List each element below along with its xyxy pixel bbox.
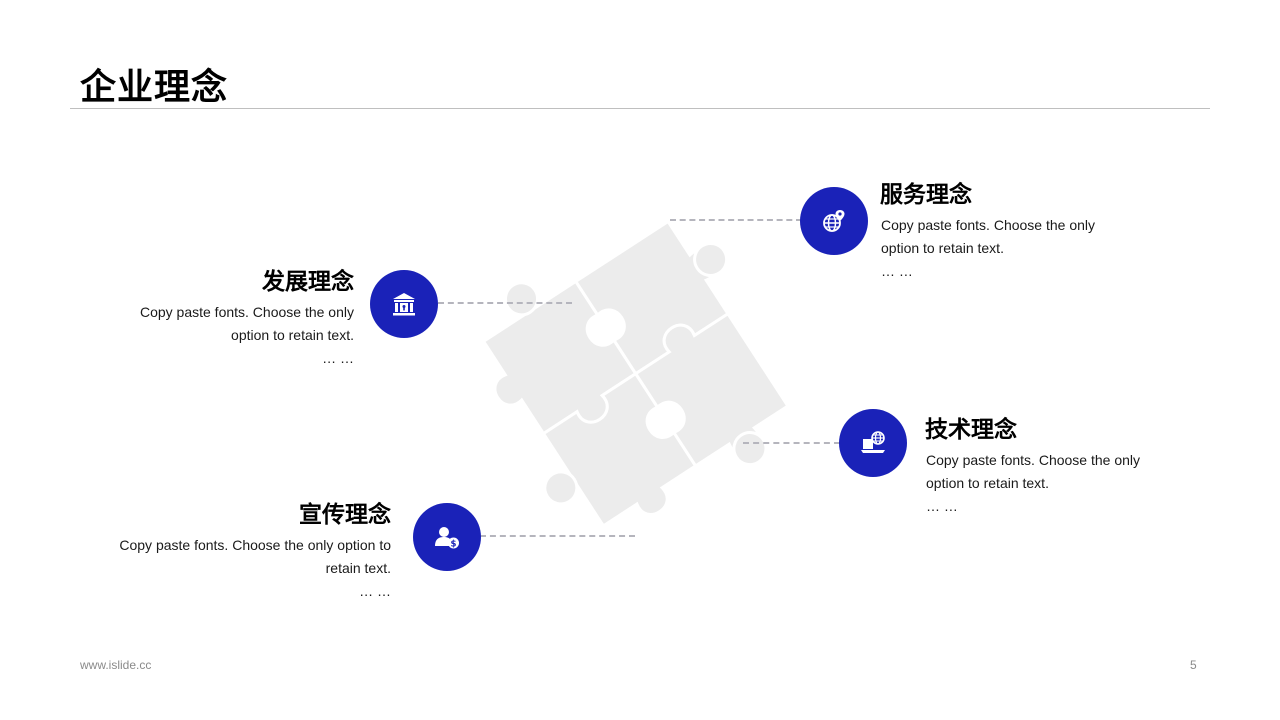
- development-text-line-2: option to retain text.: [231, 327, 354, 343]
- globe-pin-icon: [823, 210, 845, 232]
- promotion-ellipsis: … …: [359, 583, 391, 599]
- user-money-icon: $: [435, 527, 459, 549]
- page-title: 企业理念: [80, 67, 229, 108]
- title-divider: [70, 108, 1210, 109]
- technology-ellipsis: … …: [926, 498, 958, 514]
- development-text-line-1: Copy paste fonts. Choose the only: [139, 304, 354, 320]
- page-number: 5: [1190, 658, 1197, 672]
- bank-building-icon: [393, 293, 415, 316]
- connector-development: [438, 302, 572, 304]
- promotion-text-line-1: Copy paste fonts. Choose the only option…: [119, 537, 391, 553]
- promotion-text-line-2: retain text.: [325, 560, 391, 576]
- service-ellipsis: … …: [881, 263, 913, 279]
- connector-service: [670, 219, 802, 221]
- puzzle-piece-bottom-left: [541, 371, 698, 528]
- laptop-globe-icon: [861, 431, 885, 453]
- technology-text-line-2: option to retain text.: [926, 475, 1049, 491]
- technology-description: Copy paste fonts. Choose the only option…: [926, 449, 1140, 518]
- connector-promotion: [480, 535, 635, 537]
- technology-title: 技术理念: [925, 417, 1017, 443]
- footer-url: www.islide.cc: [80, 658, 152, 672]
- promotion-icon-circle: $: [413, 503, 481, 571]
- development-icon-circle: [370, 270, 438, 338]
- service-title: 服务理念: [880, 182, 972, 208]
- service-text-line-2: option to retain text.: [881, 240, 1004, 256]
- service-icon-circle: [800, 187, 868, 255]
- puzzle-graphic: [481, 219, 790, 528]
- development-ellipsis: … …: [322, 350, 354, 366]
- technology-text-line-1: Copy paste fonts. Choose the only: [926, 452, 1141, 468]
- service-description: Copy paste fonts. Choose the only option…: [881, 214, 1095, 283]
- development-description: Copy paste fonts. Choose the only option…: [140, 301, 354, 370]
- promotion-description: Copy paste fonts. Choose the only option…: [119, 534, 391, 603]
- technology-icon-circle: [839, 409, 907, 477]
- development-title: 发展理念: [262, 269, 354, 295]
- svg-text:$: $: [451, 539, 457, 549]
- service-text-line-1: Copy paste fonts. Choose the only: [881, 217, 1096, 233]
- connector-technology: [743, 442, 840, 444]
- promotion-title: 宣传理念: [299, 502, 391, 528]
